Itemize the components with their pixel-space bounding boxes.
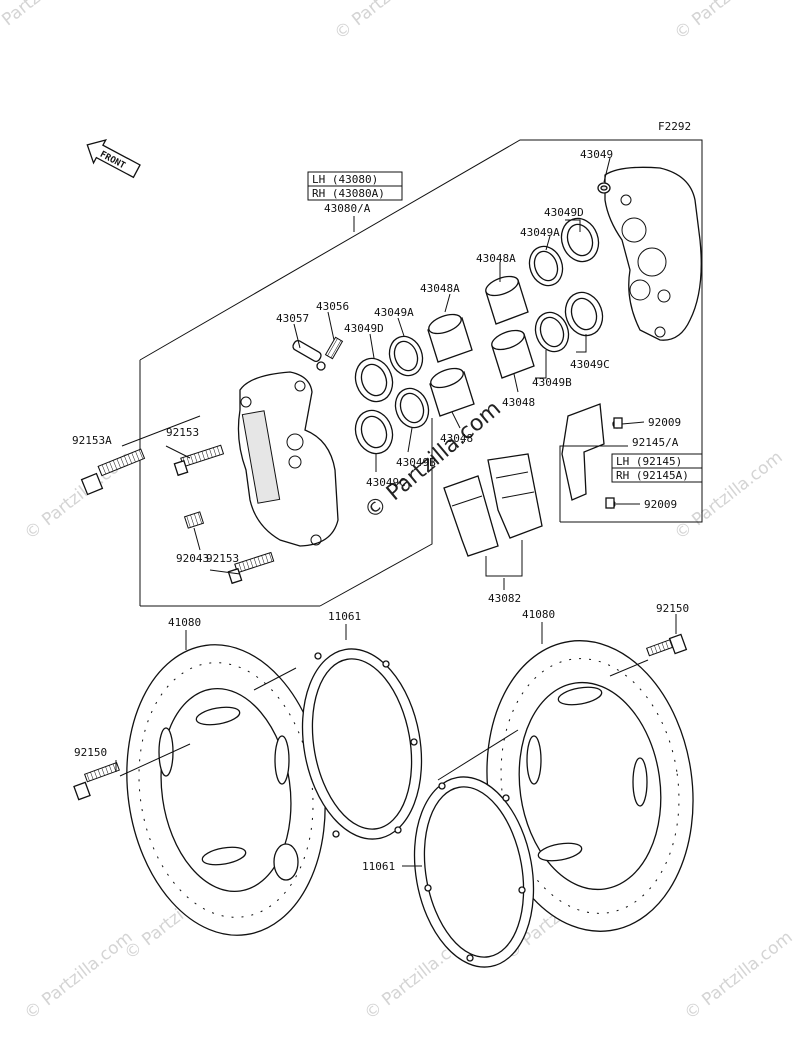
label-43048-right: 43048 [502, 396, 535, 409]
label-43049B-left: 43049B [396, 456, 436, 469]
label-43048A-right: 43048A [476, 252, 516, 265]
bleeder-valve [292, 336, 344, 371]
caliper-half-left [237, 371, 339, 547]
label-43049-top: 43049 [580, 148, 613, 161]
piston-seals-left [354, 335, 430, 455]
label-92150-left: 92150 [74, 746, 107, 759]
watermark: © Partzilla.com [0, 0, 96, 44]
bolt-92153-lower [227, 551, 275, 585]
brake-pads [443, 453, 543, 557]
label-92153-upper: 92153 [166, 426, 199, 439]
bracket-rh-line: RH (92145A) [616, 469, 689, 482]
label-92043: 92043 [176, 552, 209, 565]
bolt-92009-lower [605, 497, 615, 509]
pistons-left [427, 313, 475, 417]
bolt-92153A [80, 448, 146, 496]
caliper-rh-line: RH (43080A) [312, 187, 385, 200]
plug-92043 [183, 511, 205, 529]
caliper-assembly-number: 43080/A [324, 202, 371, 215]
label-92150-right: 92150 [656, 602, 689, 615]
pistons-right [485, 275, 535, 379]
label-43048A-left: 43048A [420, 282, 460, 295]
bolt-92153-upper [173, 444, 225, 477]
label-43049A-right: 43049A [520, 226, 560, 239]
bracket-lh-line: LH (92145) [616, 455, 682, 468]
caliper-lh-line: LH (43080) [312, 173, 378, 186]
label-41080-right: 41080 [522, 608, 555, 621]
watermark: © Partzilla.com [671, 0, 787, 44]
bolt-92150-right [645, 633, 688, 657]
piston-seals-right [528, 182, 611, 353]
front-arrow-icon: FRONT [86, 138, 141, 179]
label-43057: 43057 [276, 312, 309, 325]
caliper-half-right [604, 166, 702, 341]
figure-code: F2292 [658, 120, 691, 133]
part-labels: 43049 43049D 43049A 43048A 43048A 43056 … [72, 148, 689, 873]
label-92153A: 92153A [72, 434, 112, 447]
label-43082: 43082 [488, 592, 521, 605]
label-43049D-right: 43049D [544, 206, 584, 219]
label-11061-bottom: 11061 [362, 860, 395, 873]
label-92153-lower: 92153 [206, 552, 239, 565]
watermark: © Partzilla.com [331, 0, 447, 44]
bolt-92150-left [73, 761, 120, 801]
bracket-label: 92145/A LH (92145) RH (92145A) [611, 436, 703, 483]
label-43056: 43056 [316, 300, 349, 313]
bracket-number: 92145/A [632, 436, 679, 449]
label-43048-left: 43048 [440, 432, 473, 445]
label-43049B-right: 43049B [532, 376, 572, 389]
caliper-assembly-label: LH (43080) RH (43080A) 43080/A [307, 171, 403, 215]
gasket-lower [413, 776, 535, 968]
leader-lines [115, 157, 677, 867]
label-43049D-left: 43049D [344, 322, 384, 335]
gasket-upper [301, 648, 423, 840]
label-92009-top: 92009 [648, 416, 681, 429]
label-41080-left: 41080 [168, 616, 201, 629]
label-43049C-left: 43049C [366, 476, 406, 489]
label-92009-bottom: 92009 [644, 498, 677, 511]
caliper-assembly-frame [139, 139, 703, 523]
bolt-92009-upper [613, 417, 623, 429]
label-43049A-left: 43049A [374, 306, 414, 319]
brake-disc-left [126, 644, 326, 936]
label-11061-top: 11061 [328, 610, 361, 623]
label-43049C-right: 43049C [570, 358, 610, 371]
watermark: © Partzilla.com [681, 927, 797, 1024]
